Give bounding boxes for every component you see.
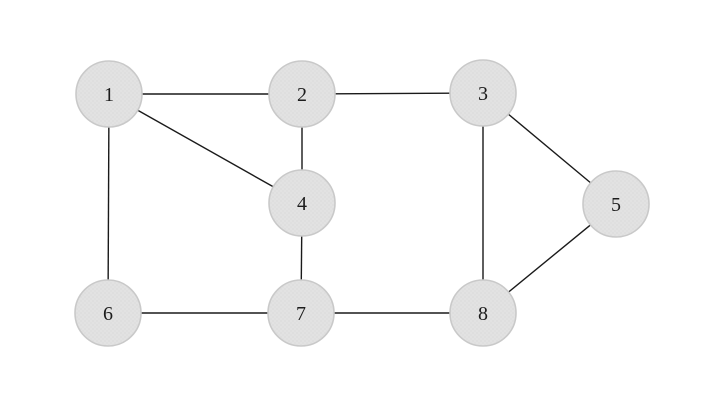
graph-node-3[interactable]: 3 [449,59,517,127]
node-texture-8 [451,281,515,345]
graph-node-5[interactable]: 5 [582,170,650,238]
node-texture-5 [584,172,648,236]
edges-layer [107,92,592,314]
graph-node-6[interactable]: 6 [74,279,142,347]
node-texture-6 [76,281,140,345]
node-texture-4 [270,171,334,235]
graph-node-8[interactable]: 8 [449,279,517,347]
nodes-layer: 1 2 3 4 5 6 7 8 [74,59,650,347]
graph-edge-1-4 [136,109,275,188]
graph-node-1[interactable]: 1 [75,60,143,128]
node-texture-2 [270,62,334,126]
node-texture-1 [77,62,141,126]
graph-node-2[interactable]: 2 [268,60,336,128]
graph-node-7[interactable]: 7 [267,279,335,347]
graph-edge-1-6 [107,125,110,282]
graph-edge-2-3 [333,92,452,95]
graph-edge-3-5 [507,112,592,185]
graph-node-4[interactable]: 4 [268,169,336,237]
node-texture-7 [269,281,333,345]
graph-edge-5-8 [507,223,592,294]
node-texture-3 [451,61,515,125]
